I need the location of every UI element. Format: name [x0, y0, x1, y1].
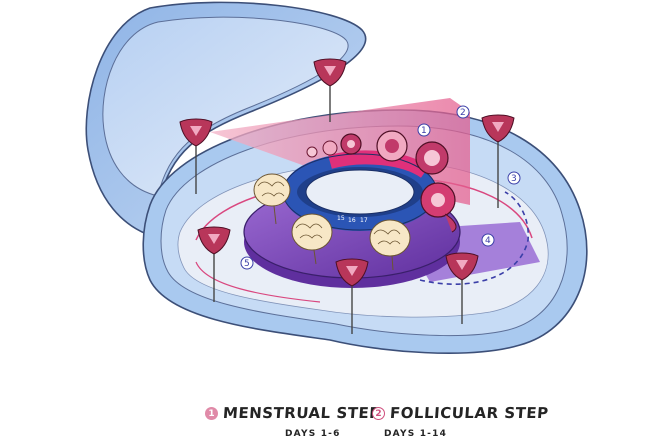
legend-number-2: 2 — [372, 407, 385, 420]
corpus-luteum-icon — [420, 182, 457, 233]
luteal-dashed-path — [419, 191, 530, 285]
legend-days-follicular: DAYS 1-14 — [384, 429, 448, 439]
pill-ring-icon: 15 16 17 — [282, 150, 438, 231]
legend-number-1: 1 — [205, 407, 218, 420]
legend-item-menstrual: 1 MENSTRUAL STEP DAYS 1-6 — [205, 404, 382, 439]
ring-number-17: 17 — [360, 217, 368, 224]
uterus-icon — [179, 58, 515, 334]
case-lid — [85, 1, 367, 241]
marker-5: 5 — [244, 259, 250, 269]
marker-4: 4 — [485, 236, 491, 246]
legend-title-menstrual: MENSTRUAL STEP — [222, 404, 382, 422]
follicle-icon — [306, 130, 449, 175]
ring-number-15: 15 — [337, 215, 345, 222]
legend-item-follicular: 2 FOLLICULAR STEP DAYS 1-14 — [372, 404, 550, 439]
legend-days-menstrual: DAYS 1-6 — [285, 429, 341, 439]
marker-2: 2 — [460, 108, 466, 118]
marker-3: 3 — [511, 174, 517, 184]
legend-title-follicular: FOLLICULAR STEP — [389, 404, 550, 422]
pituitary-icon — [253, 173, 411, 271]
ring-number-16: 16 — [348, 217, 356, 224]
marker-1: 1 — [421, 126, 427, 136]
step-markers: 1 2 3 4 5 — [240, 105, 521, 270]
